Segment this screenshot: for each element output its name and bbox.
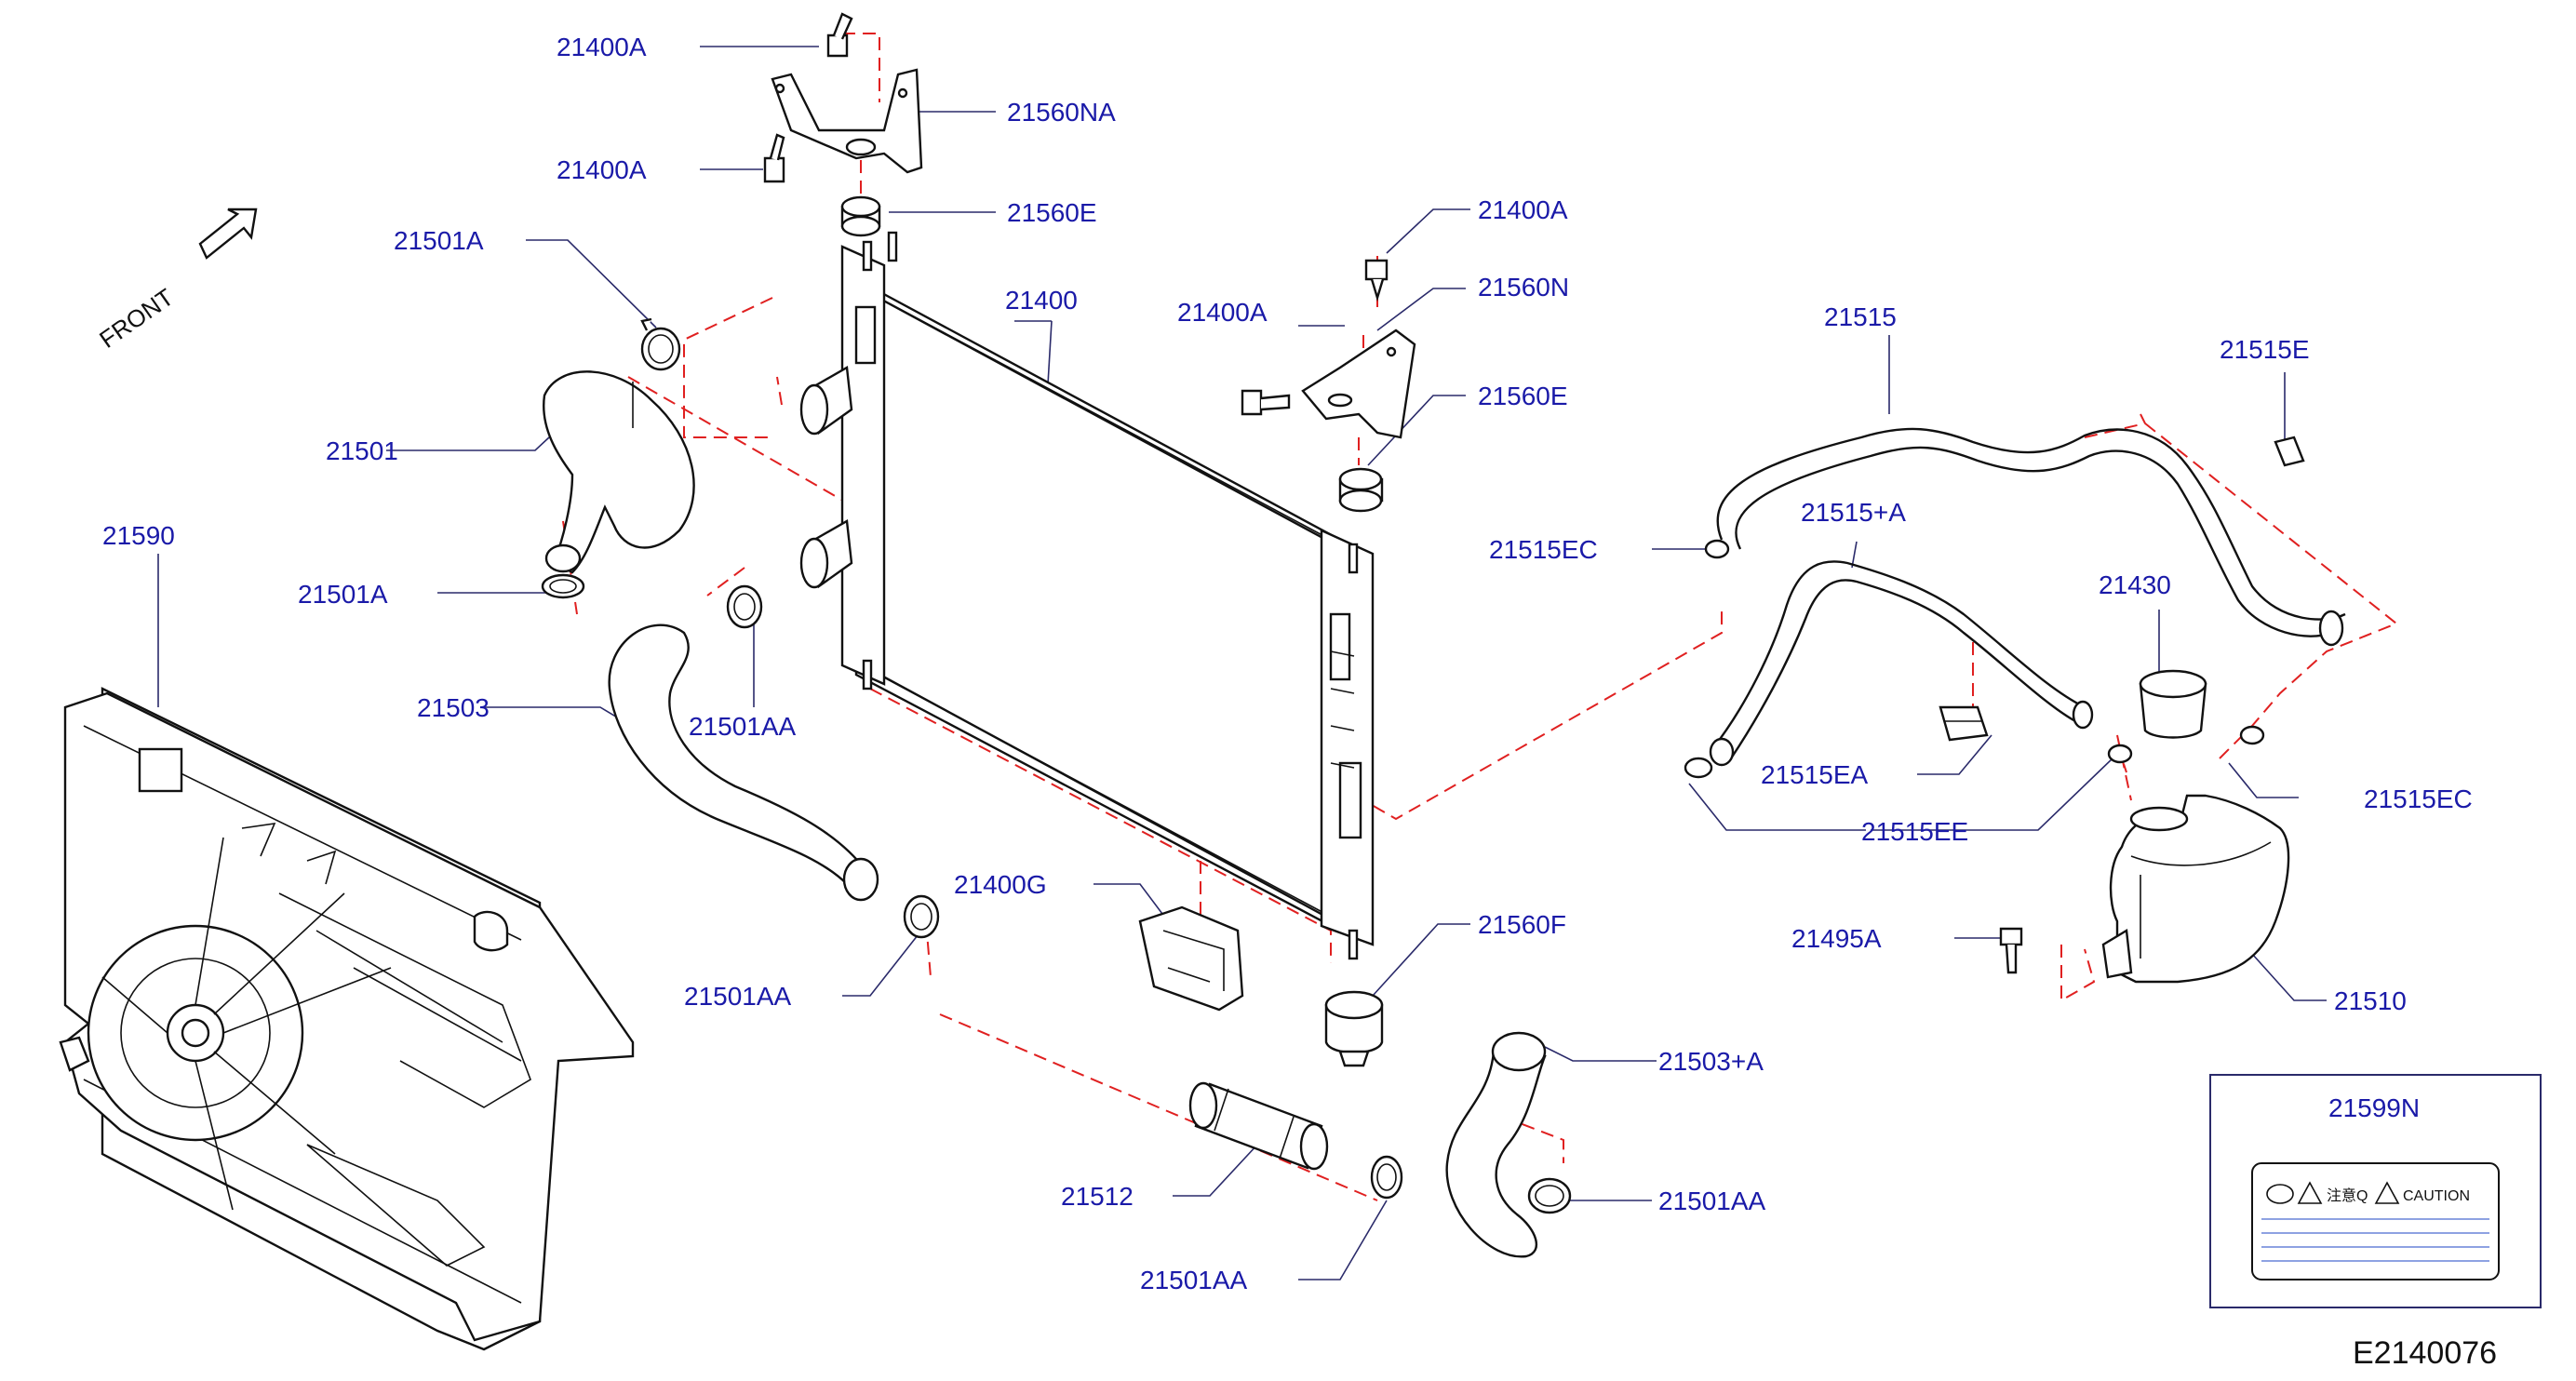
upper-bracket-21560NA — [771, 68, 923, 174]
right-bracket-21560N — [1301, 328, 1416, 439]
drawing-number: E2140076 — [2353, 1335, 2497, 1371]
label-21515EA: 21515EA — [1761, 760, 1869, 789]
label-21503: 21503 — [417, 693, 490, 722]
label-21560N: 21560N — [1478, 273, 1569, 302]
label-21495A: 21495A — [1791, 924, 1882, 953]
bolt-21400A-top — [826, 12, 853, 58]
grommet-21560E-upper — [840, 195, 881, 237]
label-21430: 21430 — [2099, 570, 2171, 599]
clamp-21501AA-2 — [903, 894, 940, 939]
label-21400A-3: 21400A — [1478, 195, 1568, 224]
label-21515EC-1: 21515EC — [1489, 535, 1598, 564]
bolt-21400A-right-top — [1364, 259, 1389, 302]
fan-shroud-assembly — [59, 687, 635, 1351]
label-21400G: 21400G — [954, 870, 1047, 899]
label-21512: 21512 — [1061, 1182, 1134, 1211]
label-21501AA-2: 21501AA — [684, 982, 792, 1011]
leader-lines — [157, 46, 2379, 1280]
grommet-21560E-lower — [1338, 467, 1384, 513]
bolt-21400A-left — [763, 133, 785, 183]
label-21400A-2: 21400A — [557, 155, 647, 184]
label-21560E-1: 21560E — [1007, 198, 1097, 227]
clip-21515EA — [1939, 705, 1989, 742]
label-21400: 21400 — [1005, 286, 1078, 315]
label-21501AA-1: 21501AA — [689, 712, 797, 741]
bolt-21495A — [1999, 927, 2023, 974]
clamp-21501AA-4 — [1527, 1177, 1572, 1214]
clip-21515E — [2274, 436, 2305, 467]
bracket-21400G — [1138, 905, 1244, 1012]
label-21560E-2: 21560E — [1478, 382, 1568, 410]
label-21501AA-4: 21501AA — [1140, 1266, 1248, 1294]
front-arrow-icon — [198, 208, 258, 260]
label-21501A-1: 21501A — [394, 226, 484, 255]
clip-21515EC-2 — [2239, 725, 2265, 745]
clip-21515EC-1 — [1704, 539, 1730, 559]
label-21400A-4: 21400A — [1177, 298, 1268, 327]
clip-21515EE — [1684, 744, 2133, 779]
label-21400A-1: 21400A — [557, 33, 647, 61]
label-21560F: 21560F — [1478, 910, 1566, 939]
clamp-21501AA-3 — [1370, 1155, 1403, 1200]
label-21501: 21501 — [326, 436, 398, 465]
label-21515EC-2: 21515EC — [2364, 784, 2473, 813]
label-21501AA-3: 21501AA — [1658, 1187, 1766, 1215]
label-21515plusA: 21515+A — [1801, 498, 1906, 527]
assembly-dashed-lines — [562, 33, 2398, 1201]
hose-21503plusA — [1445, 1031, 1547, 1258]
caution-label-chinese: 注意Q — [2327, 1187, 2368, 1204]
label-21590: 21590 — [102, 521, 175, 550]
hose-21515 — [1716, 427, 2346, 647]
caution-label-text: CAUTION — [2403, 1188, 2470, 1204]
lower-hose-21503 — [608, 623, 879, 902]
upper-hose-21501 — [543, 370, 695, 574]
clamp-21501A-lower — [541, 573, 585, 599]
label-21560NA: 21560NA — [1007, 98, 1116, 127]
label-21515EE: 21515EE — [1861, 817, 1968, 846]
bolt-21400A-right-side — [1241, 389, 1291, 416]
reservoir-21510 — [2101, 794, 2290, 984]
radiator-21400 — [799, 231, 1375, 960]
pipe-21512 — [1188, 1081, 1329, 1171]
clamp-21501AA-1 — [726, 584, 763, 629]
clamp-21501A-upper — [640, 317, 681, 371]
front-label: FRONT — [94, 283, 179, 354]
caution-label-box — [2209, 1074, 2542, 1308]
label-21515: 21515 — [1824, 302, 1897, 331]
label-21510: 21510 — [2334, 986, 2407, 1015]
label-21501A-2: 21501A — [298, 580, 388, 609]
label-21515E: 21515E — [2220, 335, 2310, 364]
part-labels: FRONT 21400A 21560NA 21400A 21560E 21501… — [94, 33, 2497, 1371]
cap-21430 — [2139, 669, 2207, 739]
hose-21515plusA — [1709, 560, 2094, 767]
mount-21560F — [1324, 990, 1384, 1067]
label-21599N: 21599N — [2328, 1093, 2420, 1122]
label-21503plusA: 21503+A — [1658, 1047, 1764, 1076]
